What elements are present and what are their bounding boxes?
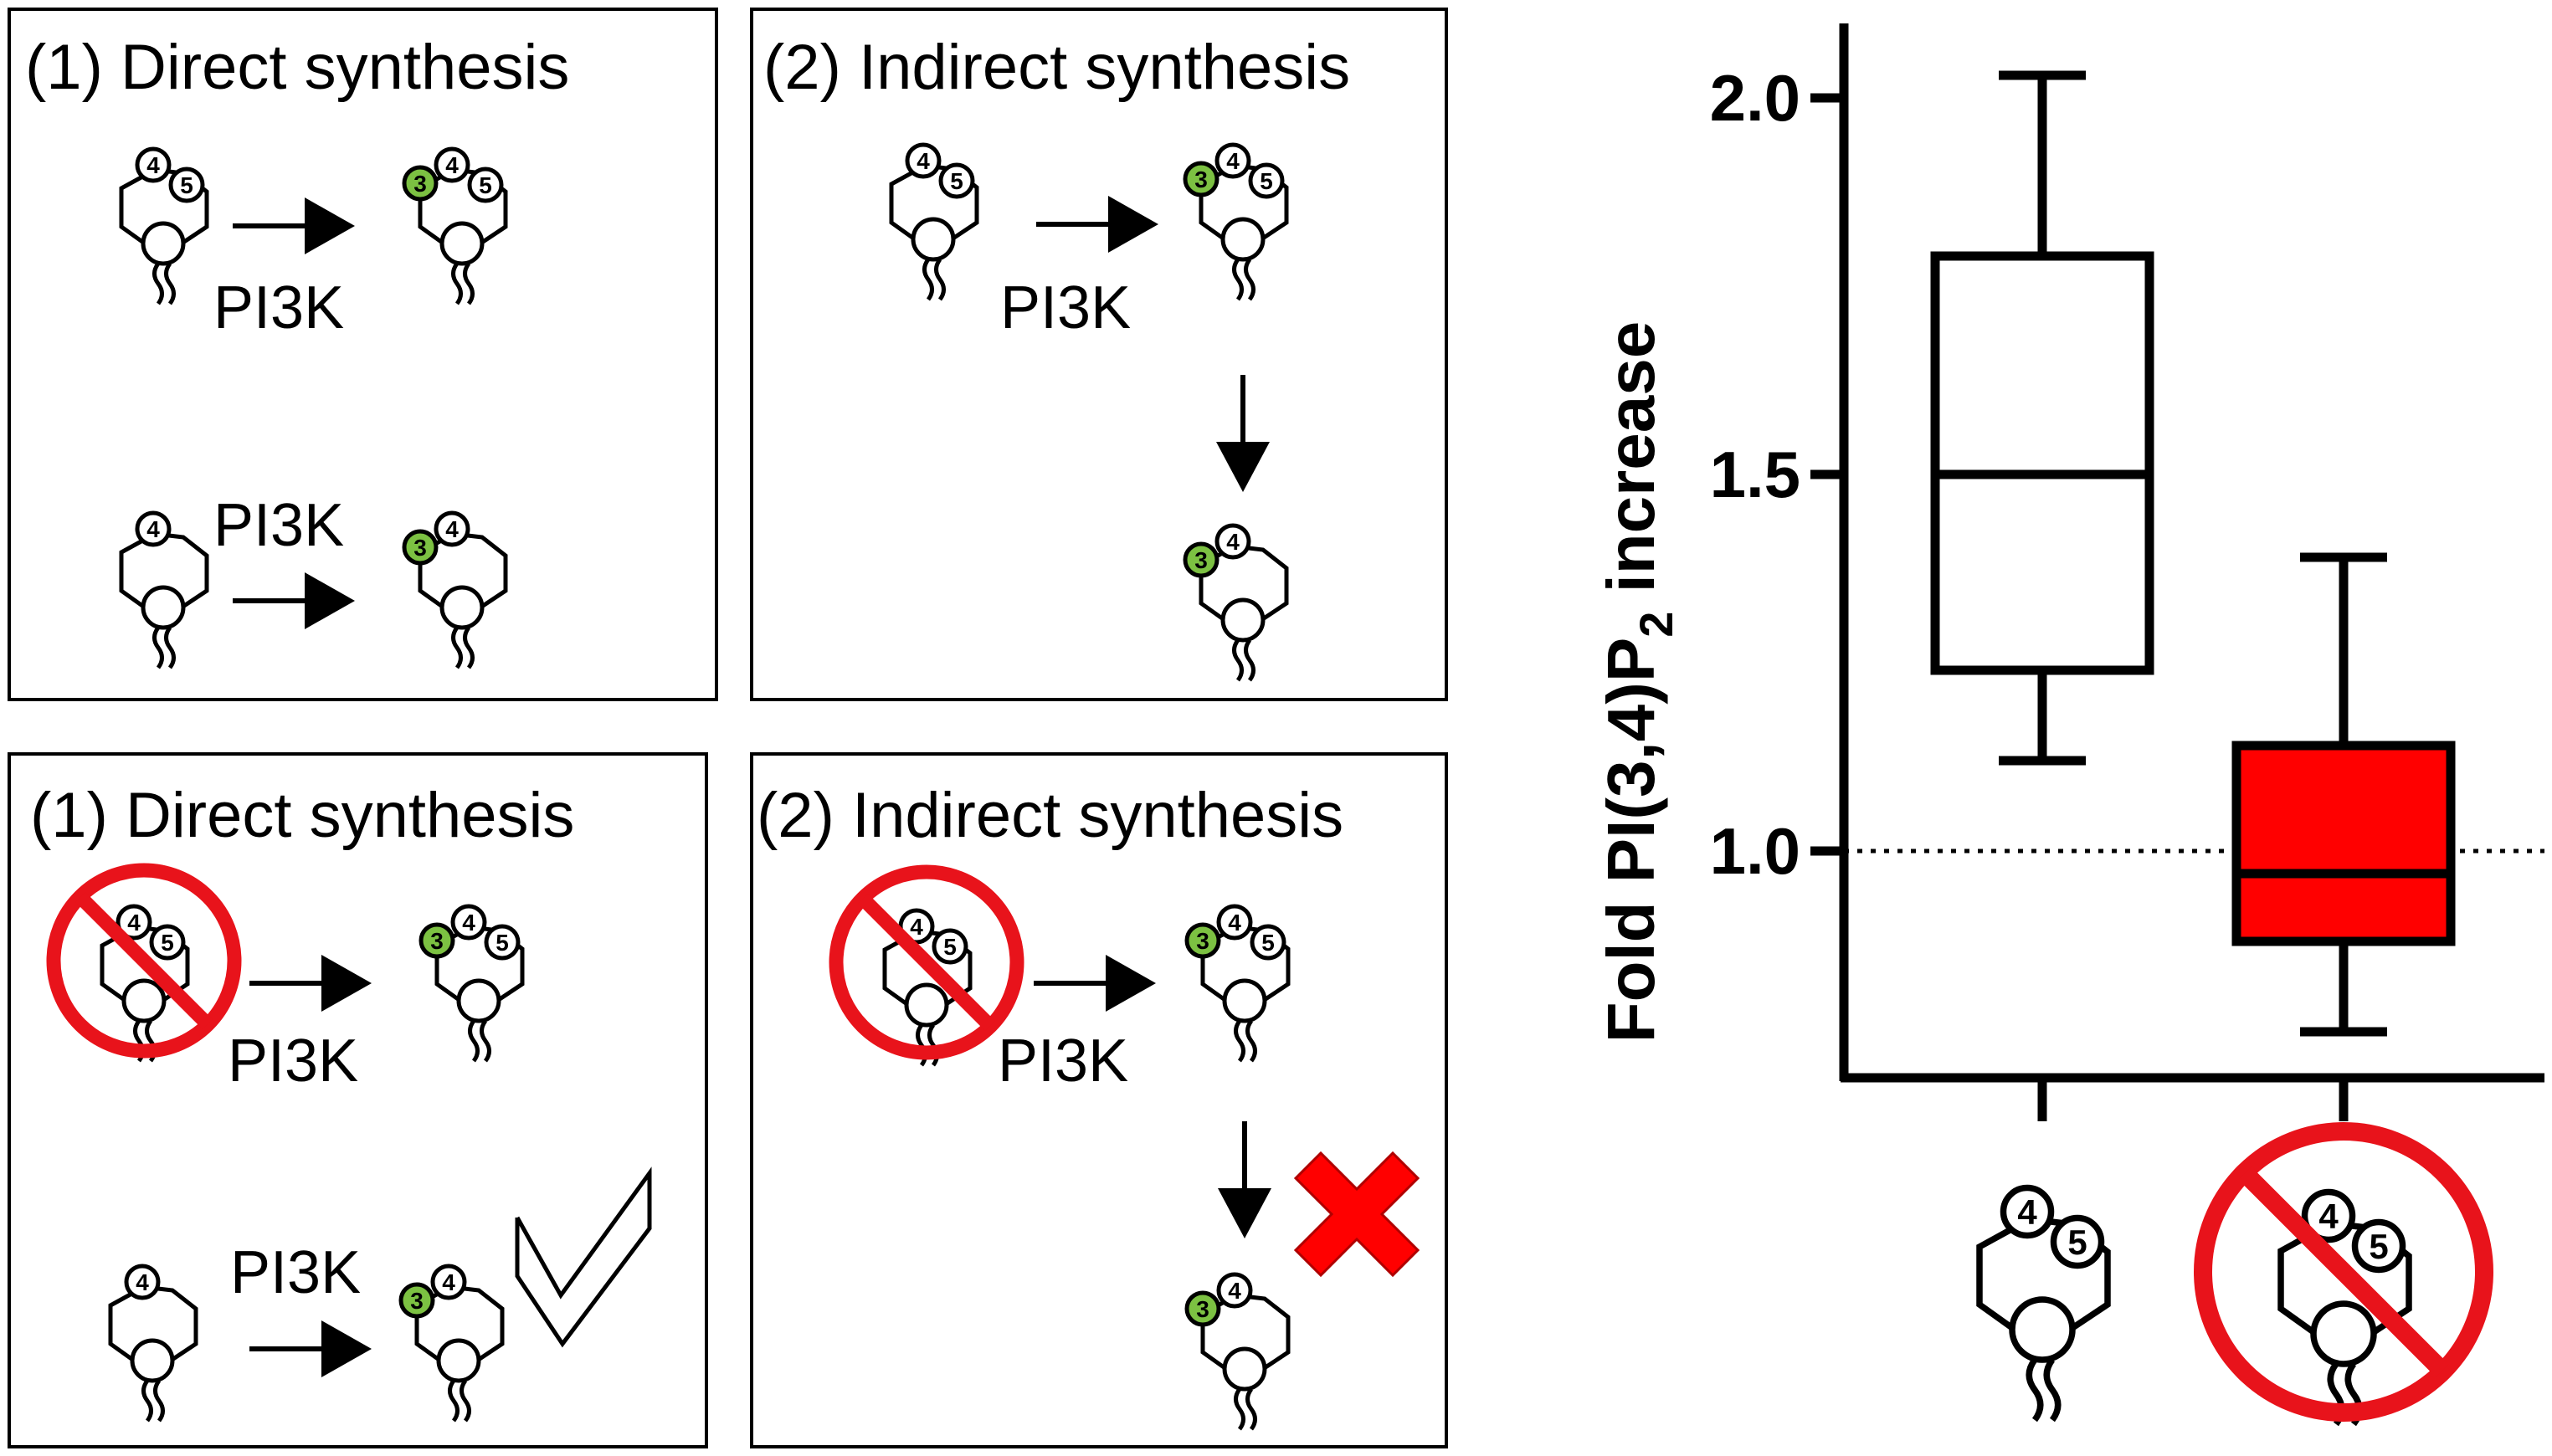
svg-text:5: 5 [2067,1223,2087,1262]
svg-text:5: 5 [161,930,174,956]
right-arrow-icon [1034,955,1156,1012]
y-tick-label: 1.5 [1710,438,1800,511]
svg-text:5: 5 [1260,168,1273,194]
svg-text:3: 3 [413,535,427,561]
y-axis-label: Fold PI(3,4)P2 increase [1594,321,1682,1043]
panel-title: (1) Direct synthesis [25,32,569,103]
pi45p2-lipid-icon: 4 5 [102,906,187,1061]
svg-text:4: 4 [146,516,160,542]
svg-text:4: 4 [2318,1197,2339,1236]
x-tick-label-depleted-pi45p2-icon: 4 5 [2281,1192,2409,1425]
y-axis-label-tail: increase [1594,321,1668,612]
svg-text:3: 3 [430,928,444,954]
svg-text:4: 4 [1226,529,1240,555]
pi34p2-lipid-icon: 4 3 [401,1266,502,1421]
svg-text:4: 4 [2017,1192,2037,1232]
panel-indirect-synthesis-control: (2) Indirect synthesis 4 5 PI3K 4 5 3 4 … [750,8,1448,701]
svg-text:4: 4 [1226,148,1240,174]
svg-text:5: 5 [1261,930,1275,956]
pi34p2-lipid-icon: 4 3 [1185,525,1286,680]
svg-text:3: 3 [1194,547,1208,573]
box-plot-chart: Fold PI(3,4)P2 increase 1.0 1.5 2.0 4 5 4 … [1594,23,2544,1424]
right-arrow-icon [249,955,372,1012]
svg-text:5: 5 [950,168,963,194]
svg-text:4: 4 [445,516,459,542]
svg-text:4: 4 [442,1269,455,1295]
pi345p3-lipid-icon: 4 5 3 [1187,906,1288,1061]
red-x-icon [1293,1151,1420,1278]
svg-text:5: 5 [479,172,492,198]
box-iqr [2231,741,2456,946]
svg-text:5: 5 [180,172,193,198]
checkmark-icon [515,1166,652,1348]
svg-text:5: 5 [2369,1227,2388,1266]
pi345p3-lipid-icon: 4 5 3 [1185,145,1286,300]
svg-text:4: 4 [127,910,141,936]
svg-text:4: 4 [1228,910,1241,936]
prohibited-sign-icon [54,870,234,1051]
svg-text:4: 4 [136,1269,149,1295]
x-tick-label-pi45p2-icon: 4 5 [1979,1188,2108,1421]
enzyme-label: PI3K [998,1028,1128,1095]
svg-text:5: 5 [496,930,509,956]
pi4p-lipid-icon: 4 [110,1266,196,1421]
panel-direct-synthesis-depleted: (1) Direct synthesis 4 5 PI3K 4 5 3 PI3K… [8,752,708,1448]
svg-text:4: 4 [146,152,160,178]
pi45p2-lipid-icon: 4 5 [891,145,977,300]
y-tick-label: 2.0 [1710,61,1800,135]
pi34p2-lipid-icon: 4 3 [1187,1274,1288,1429]
svg-text:4: 4 [917,148,930,174]
prohibited-sign-icon [2194,1122,2493,1422]
pi45p2-lipid-icon: 4 5 [885,910,970,1065]
y-axis-label-main: Fold PI(3,4)P [1594,638,1668,1043]
right-arrow-icon [249,1320,372,1377]
pi34p2-lipid-icon: 4 3 [404,513,506,668]
down-arrow-icon [1218,1121,1271,1238]
panel-title: (2) Indirect synthesis [757,780,1343,851]
panel-title: (1) Direct synthesis [30,780,574,851]
svg-text:4: 4 [462,910,475,936]
right-arrow-icon [1036,196,1158,253]
pi345p3-lipid-icon: 4 5 3 [421,906,522,1061]
enzyme-label: PI3K [230,1239,361,1306]
y-axis-label-subscript: 2 [1630,612,1682,638]
pi345p3-lipid-icon: 4 5 3 [404,149,506,304]
enzyme-label: PI3K [228,1028,358,1095]
enzyme-label: PI3K [213,492,344,559]
svg-text:3: 3 [413,171,427,197]
y-tick-label: 1.0 [1710,814,1800,888]
right-arrow-icon [233,197,355,254]
box-iqr [1930,251,2154,675]
svg-text:3: 3 [410,1288,424,1314]
down-arrow-icon [1216,375,1270,492]
enzyme-label: PI3K [1000,274,1131,341]
svg-text:3: 3 [1196,928,1209,954]
svg-text:4: 4 [910,914,923,940]
svg-text:3: 3 [1194,167,1208,192]
svg-text:4: 4 [445,152,459,178]
enzyme-label: PI3K [213,274,344,341]
svg-text:5: 5 [943,934,957,960]
panel-title: (2) Indirect synthesis [763,32,1350,103]
right-arrow-icon [233,572,355,629]
svg-text:4: 4 [1228,1278,1241,1304]
pi45p2-lipid-icon: 4 5 [121,149,207,304]
svg-text:Fold PI(3,4)P2 increase: Fold PI(3,4)P2 increase [1594,321,1682,1043]
svg-text:3: 3 [1196,1296,1209,1322]
panel-direct-synthesis-control: (1) Direct synthesis 4 5 PI3K 4 5 3 PI3K… [8,8,718,701]
panel-indirect-synthesis-depleted: (2) Indirect synthesis 4 5 PI3K 4 5 3 4 … [750,752,1448,1448]
pi4p-lipid-icon: 4 [121,513,207,668]
